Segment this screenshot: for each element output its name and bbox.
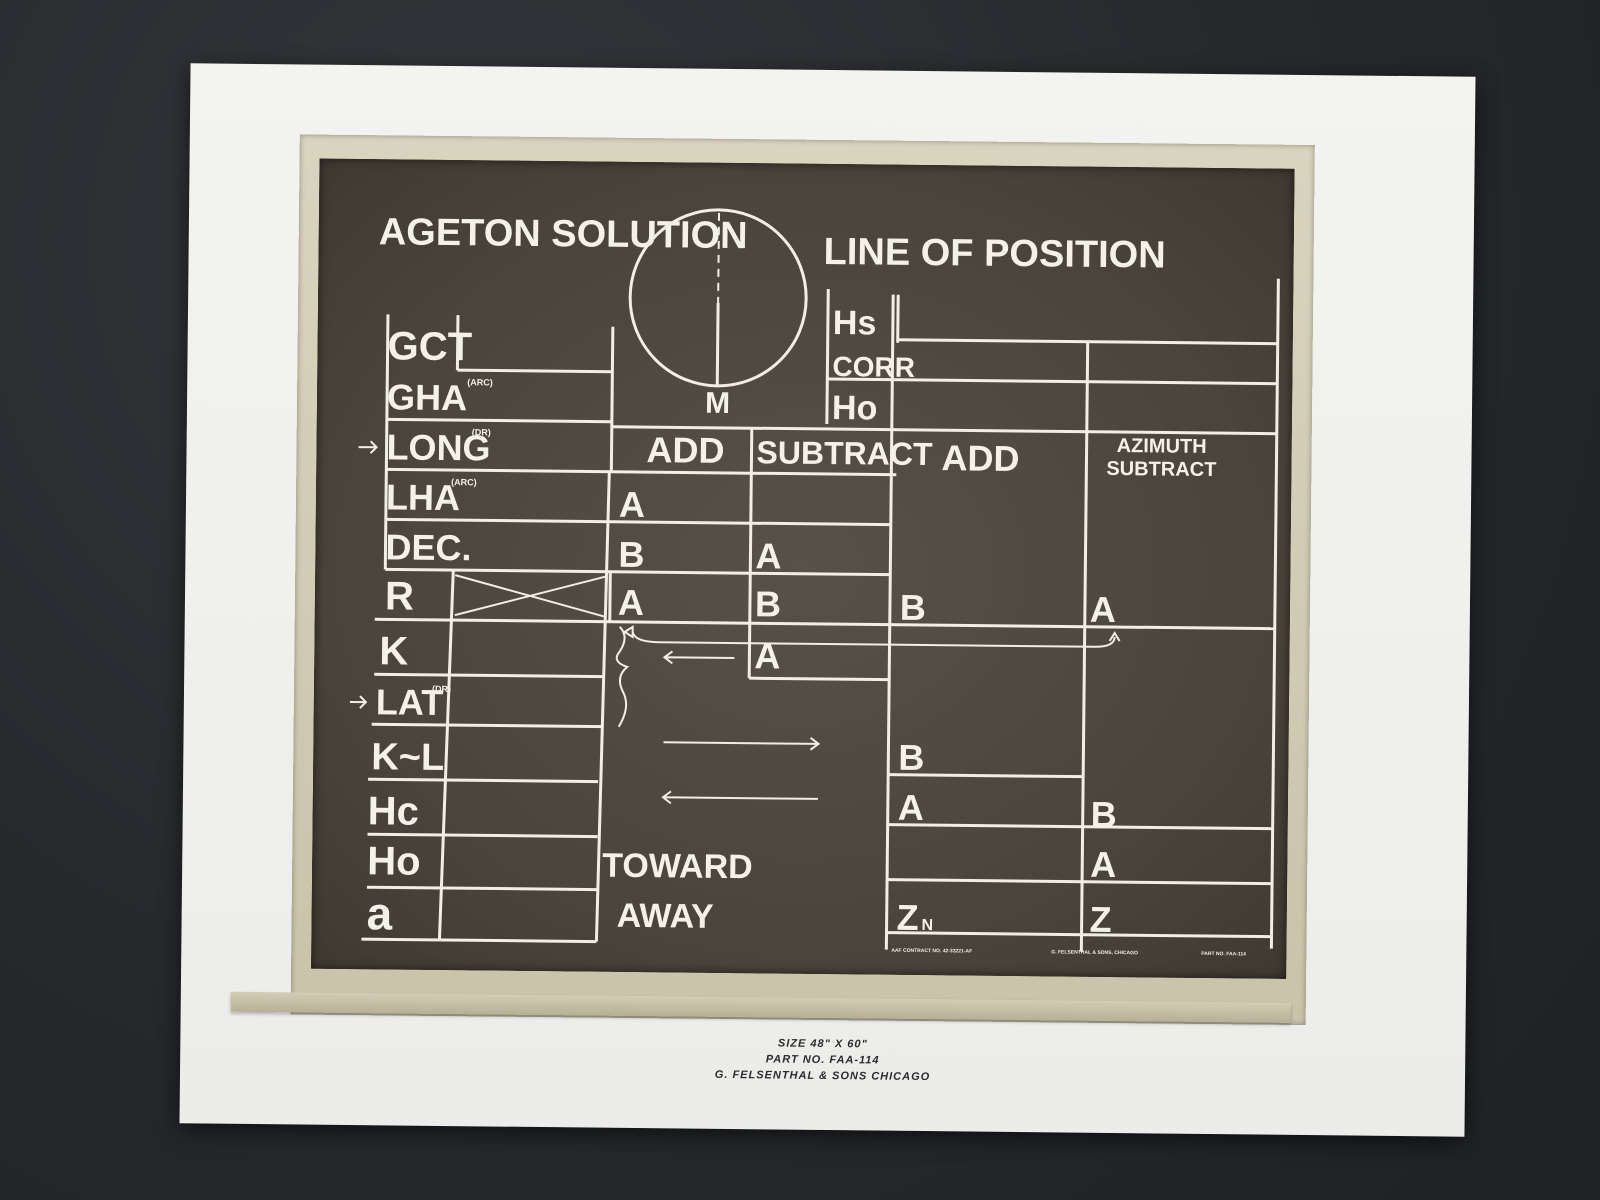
- meridian-label: M: [705, 387, 730, 420]
- letter-a: A: [755, 535, 781, 576]
- lop-corr: CORR: [832, 351, 915, 383]
- fine-print-maker: G. FELSENTHAL & SONS, CHICAGO: [1051, 949, 1138, 956]
- chalkboard-drawing: AGETON SOLUTION LINE OF POSITION M GCT G…: [349, 208, 1280, 957]
- header-subtract-1: SUBTRACT: [756, 434, 933, 472]
- letter-z: Z: [1089, 899, 1111, 940]
- arrow-left-1: [662, 650, 735, 665]
- arrow-k-link-head: [1108, 631, 1121, 642]
- photo-print: AGETON SOLUTION LINE OF POSITION M GCT G…: [179, 63, 1476, 1137]
- letter-a: A: [754, 635, 780, 676]
- title-ageton-solution: AGETON SOLUTION: [379, 211, 748, 257]
- row-dec: DEC.: [385, 526, 471, 568]
- fine-print-contract: AAF CONTRACT NO. 42-33221-AF: [891, 948, 972, 955]
- letter-zn-sub: N: [922, 917, 934, 934]
- input-arrows: [349, 440, 378, 709]
- row-ho: Ho: [367, 839, 421, 884]
- flow-arrows: [615, 625, 1121, 805]
- row-gha-sup: (ARC): [467, 377, 493, 387]
- meridian-line: [715, 302, 720, 385]
- row-long: LONG: [386, 426, 490, 468]
- lop-row-labels: Hs CORR Ho: [832, 304, 915, 427]
- chalkboard: AGETON SOLUTION LINE OF POSITION M GCT G…: [311, 158, 1295, 979]
- step-letters: A B A A B B A A B A B A Z N Z: [618, 484, 1117, 940]
- row-k-l: K~L: [371, 736, 444, 779]
- header-add-1: ADD: [646, 429, 724, 471]
- letter-b: B: [1091, 794, 1117, 835]
- letter-zn: Z: [896, 897, 918, 938]
- header-add-2: ADD: [941, 437, 1019, 479]
- row-hc: Hc: [368, 789, 420, 834]
- meridian-circle: [628, 208, 808, 388]
- header-azimuth: AZIMUTH: [1117, 435, 1207, 458]
- letter-b: B: [900, 587, 926, 628]
- row-lha: LHA: [386, 476, 460, 518]
- letter-b: B: [898, 737, 924, 778]
- lop-hs: Hs: [833, 304, 877, 342]
- letter-a: A: [618, 582, 644, 623]
- row-gct: GCT: [387, 324, 472, 369]
- arrow-long: [358, 440, 378, 454]
- brace-k-lat: [615, 626, 630, 728]
- row-k: K: [379, 629, 408, 673]
- label-away: AWAY: [616, 897, 714, 936]
- letter-a: A: [898, 787, 924, 828]
- letter-b: B: [618, 534, 644, 575]
- ageton-table-lines: [361, 314, 1275, 944]
- letter-a: A: [619, 484, 645, 525]
- chalkboard-frame: AGETON SOLUTION LINE OF POSITION M GCT G…: [290, 134, 1315, 1026]
- arrow-lat: [349, 695, 368, 709]
- row-gha: GHA: [387, 376, 467, 418]
- fine-print-part: PART NO. FAA-114: [1201, 951, 1246, 957]
- header-subtract-2: SUBTRACT: [1106, 458, 1216, 481]
- letter-a: A: [1090, 589, 1116, 630]
- lop-ho: Ho: [832, 389, 878, 427]
- arrow-k-link: [622, 625, 1116, 648]
- letter-b: B: [755, 583, 781, 624]
- row-r: R: [385, 574, 414, 618]
- letter-a: A: [1090, 844, 1116, 885]
- label-toward: TOWARD: [602, 847, 753, 887]
- row-lat-sup: (DR): [432, 684, 451, 694]
- arrow-right: [663, 737, 821, 751]
- meridian-dashed: [717, 212, 721, 303]
- title-line-of-position: LINE OF POSITION: [823, 231, 1165, 277]
- row-a: a: [366, 887, 393, 939]
- row-long-sup: (DR): [472, 427, 491, 437]
- arrow-left-2: [661, 790, 818, 805]
- row-lat: LAT: [376, 681, 444, 723]
- row-lha-sup: (ARC): [451, 477, 477, 487]
